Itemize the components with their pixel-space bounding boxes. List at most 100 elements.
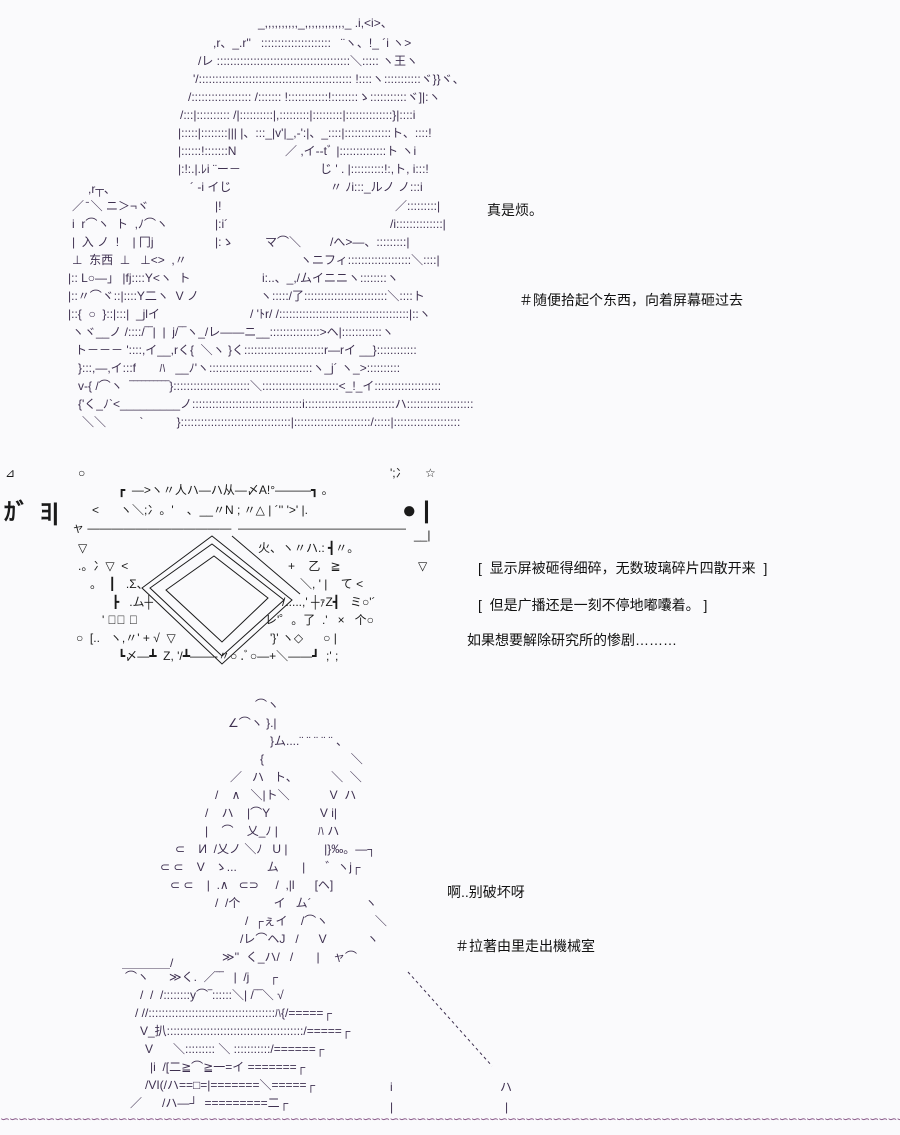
action-line: ＃拉著由里走出機械室 xyxy=(455,938,595,954)
ascii-art-line: i:..、_,/ムイニニヽ::::::::ヽ xyxy=(262,271,399,285)
ascii-art-line: ┏ ―>ヽ〃人ハ―ハ从―〆A!°―――┓ 。 xyxy=(118,483,334,497)
ascii-art-line: | ⌒ 乂_ﾉ | ﾊ ハ xyxy=(205,824,340,838)
diamond-outer-inner xyxy=(149,543,285,657)
ascii-art-line: }ム....¨ ¨ ¨ ¨ ¨ 、 xyxy=(270,734,348,748)
ascii-art-line: じ ' . |::::::::::!:,ト, i:::! xyxy=(320,162,429,176)
ascii-art-line: 〃 ﾉi:::_ルノ ノ:::i xyxy=(330,180,423,194)
diamond-outer xyxy=(141,535,293,665)
ascii-art-line: ≫'' く_ハ/ / | ャ⌒ xyxy=(222,950,357,964)
ascii-art-line: / ∧ ＼|ト＼ V ハ xyxy=(215,788,357,802)
ascii-art-line: ／ /ハ―┘ =========二┌ xyxy=(130,1096,289,1110)
ascii-art-line: / / /::::::::y⌒‾::::::＼| /‾‾＼ √ xyxy=(140,988,284,1002)
ascii-art-line: ';冫 xyxy=(390,466,408,480)
ascii-art-line: _,,,,,,,,,,_,,,,,,,,,,,,_ .i,<i>、 xyxy=(258,16,393,30)
narration-line: [ 但是广播还是一刻不停地嘟囔着。 ] xyxy=(478,597,708,613)
ascii-art-line: ／ ,イ-‐tﾞ |::::::::::::::ト ヽi xyxy=(285,144,417,158)
ascii-art-line: ｶ゛ﾖ| xyxy=(4,499,59,526)
ascii-art-line: ／ ̄ ＼ ニ＞¬ヾ xyxy=(72,199,150,213)
ascii-art-line: レ'゜。了 .' × 个○ xyxy=(265,613,374,627)
ascii-art-line: v-{ /⌒ヽ ‾‾‾‾‾‾‾‾‾‾}:::::::::::::::::::::… xyxy=(78,379,442,393)
ascii-art-line: 火、ヽ〃ハ.: ┫〃。 xyxy=(258,541,360,555)
ascii-art-line: ャ ―――――――――――― xyxy=(72,521,232,535)
ascii-art-line: / 'ﾄr/ /::::::::::::::::::::::::::::::::… xyxy=(250,307,431,321)
action-line: ＃随便拾起个东西，向着屏幕砸过去 xyxy=(519,292,743,308)
ascii-art-line: |i /[二≧⌒≧一=イ =======┌ xyxy=(150,1060,306,1074)
ascii-art-line: i r⌒ヽ ト ,ﾉ⌒ヽ xyxy=(72,217,169,231)
dialogue-line: 如果想要解除研究所的惨剧……… xyxy=(467,632,677,648)
ascii-art-line: ヽ:::::/了:::::::::::::::::::::::::＼::::ト xyxy=(260,289,425,303)
ascii-art-line: 。 ┃ .Σ、 xyxy=(90,577,149,591)
ascii-art-line: ヽ＼;冫。' ､ __〃N ; 〃△ | ´'' '>' |. xyxy=(120,503,308,517)
ascii-art-line: ―――――――――――――― xyxy=(238,521,406,535)
ascii-art-line: < xyxy=(92,503,100,517)
ascii-art-line: }:::,―,イ:::f ﾊ __ﾉ'ヽ::::::::::::::::::::… xyxy=(78,361,401,375)
ascii-art-line: ☆ xyxy=(425,466,436,480)
ascii-art-line: ハ xyxy=(500,1080,513,1094)
ascii-art-line: ト－－－ '::::,イ__,rく{ ＼ヽ }く::::::::::::::::… xyxy=(75,343,417,357)
narration-line: [ 显示屏被砸得细碎，无数玻璃碎片四散开来 ] xyxy=(478,560,768,576)
ascii-art-line: ⌒ヽ ≫く. ／‾‾ | /j ┌ xyxy=(125,970,278,984)
ascii-art-line: + 乙 ≧ xyxy=(288,559,341,573)
ascii-art-line: マ⌒＼ xyxy=(265,235,302,249)
ascii-art-line: | xyxy=(390,1100,394,1114)
ascii-art-line: ○ [.. ヽ,〃' + √ ▽ xyxy=(76,631,176,645)
ascii-art-line: V_扒:::::::::::::::::::::::::::::::::::::… xyxy=(140,1024,351,1038)
diamond-edge xyxy=(231,535,301,595)
ascii-art-line: /レ⌒ヘJ / V ヽ xyxy=(240,932,379,946)
ascii-art-line: ＼, ' | て < xyxy=(300,577,364,591)
ascii-art-line: ┗〆―┻ Z, '/┻――‐〃○ .ﾞ○―+＼――┛ ;' ; xyxy=(118,649,339,663)
ascii-art-line: / //::::::::::::::::::::::::::::::::::::… xyxy=(135,1006,332,1020)
ascii-art-line: ,r┬、 xyxy=(88,182,116,196)
ascii-art-line: __| xyxy=(414,528,431,542)
ascii-art-line: /i::::::::::::::| xyxy=(390,217,446,231)
ascii-art-line: ／:::::::::| xyxy=(395,199,441,213)
ascii-art-line: /.....,' ┼ｧZ┫ ミ○'´ xyxy=(282,595,376,609)
ascii-art-line: ´ ‐i イじ xyxy=(190,180,232,194)
ascii-art-line: ヽニフィ:::::::::::::::::::＼::::| xyxy=(300,253,440,267)
ascii-art-line: ⊂ ⊂ V ゝ... ム | ゛ヽj┌ xyxy=(160,860,361,874)
shattered-diamond-lines xyxy=(141,535,301,665)
ascii-art-line: |:!:.|.ﾚi ¨ー－ xyxy=(178,162,241,176)
ascii-art-line: /へ>―、:::::::::| xyxy=(330,235,410,249)
ascii-art-line: |:: L○―」 |fj::::Y<ヽ ト xyxy=(68,271,191,285)
ascii-art-line: | xyxy=(505,1100,509,1114)
ascii-art-line: ▽ xyxy=(78,541,88,555)
ascii-art-line: i xyxy=(390,1080,393,1094)
ascii-art-line: /レ :::::::::::::::::::::::::::::::::::::… xyxy=(198,54,419,68)
ascii-art-line: |:::::|::::::::||| |、:::_|v'|_,-':|、_:::… xyxy=(178,126,432,140)
ascii-art-line: |::〃⌒ヾ::|::::Y二ヽ V ノ xyxy=(68,289,199,303)
ascii-art-line: ∠⌒ヽ }.| xyxy=(228,716,277,730)
ascii-art-line: { ＼ xyxy=(260,752,363,766)
ascii-art-line: .。冫▽ < xyxy=(78,559,129,573)
ascii-art-line: ' ﾟ。 ゛ xyxy=(102,613,138,627)
ascii-art-line: ⊂ ⊂ | .∧ ⊂⊃ / ,|l [ヘ] xyxy=(170,878,334,892)
diamond-inner xyxy=(165,555,269,643)
ascii-art-line: '/::::::::::::::::::::::::::::::::::::::… xyxy=(193,72,465,86)
ascii-art-line: ⊥ 东西 ⊥ ⊥<> ,〃 xyxy=(72,253,187,267)
ascii-art-line: /VI(/ハ==□=|=======＼=====┌ xyxy=(145,1078,315,1092)
ascii-art-line: / ┌ぇイ /⌒ヽ ＼ xyxy=(245,914,387,928)
ascii-art-line: ● | xyxy=(402,497,430,524)
ascii-art-line: |::::::!:::::::N xyxy=(178,144,237,158)
ascii-art-line: ＼＼ ` }:::::::::::::::::::::::::::::::::|… xyxy=(82,415,461,429)
ascii-art-line: |::{ ○ }::|:::| _jlイ xyxy=(68,307,160,321)
ascii-art-line: ヽヾ__ノ /::::/‾‾| | j/‾‾ヽ_/レ――ニ__:::::::::… xyxy=(72,325,394,339)
ascii-art-line: | 入 ノ ! | 冂j xyxy=(72,235,154,249)
ascii-art-line: |:ゝ xyxy=(215,235,234,249)
ascii-art-line: / ハ |⌒Y V i| xyxy=(205,806,338,820)
wavy-bottom-border: ∽∽∽∽∽∽∽∽∽∽∽∽∽∽∽∽∽∽∽∽∽∽∽∽∽∽∽∽∽∽∽∽∽∽∽∽∽∽∽∽… xyxy=(0,1112,900,1126)
dialogue-line: 啊..别破坏呀 xyxy=(447,884,525,900)
ascii-art-line: |! xyxy=(215,199,222,213)
ascii-art-line: ⊿ xyxy=(5,466,16,480)
ascii-art-line: |:i´ xyxy=(215,217,229,231)
ascii-art-line: ▽ xyxy=(418,559,428,573)
ascii-art-line: ○ xyxy=(78,466,86,480)
ascii-art-line: ,r、_.r'' ::::::::::::::::::::: ¨ヽ、!_ ´i … xyxy=(213,36,412,50)
ascii-art-line: V ＼::::::::: ＼ :::::::::::/======┌ xyxy=(145,1042,325,1056)
ascii-art-line: /:::|:::::::::: /|::::::::::|,:::::::::|… xyxy=(180,108,416,122)
ascii-art-line: ⊂ И /乂ノ ＼ﾉ U | |}‰。―┐ xyxy=(175,842,376,856)
ascii-art-line: ⌒ヽ xyxy=(255,698,280,712)
ascii-art-line: '}' ヽ◇ ○ | xyxy=(270,631,337,645)
ascii-art-line: ＿＿＿＿/ xyxy=(122,956,174,970)
ascii-art-line: ┣ .ム┼ xyxy=(112,595,154,609)
